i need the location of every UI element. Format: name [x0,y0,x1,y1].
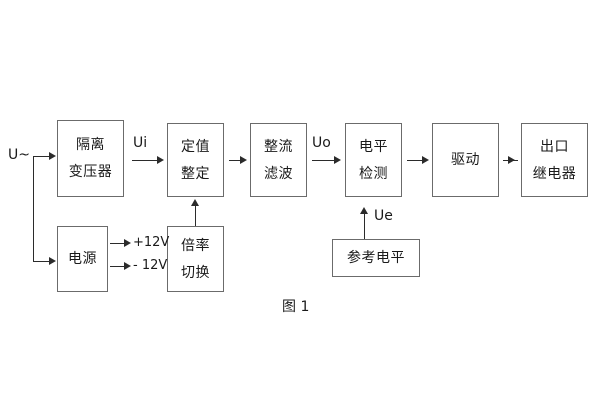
arrowhead-supply-negative [124,262,131,270]
block-isolation-transformer-line2: 变压器 [68,164,113,180]
signal-label-ui: Ui [133,135,148,151]
block-output-relay-line2: 继电器 [532,165,577,182]
wire-supply-negative [110,266,127,267]
wire-rectify-to-level-detect [312,160,336,161]
block-rectify-filter-line1: 整流 [264,138,293,155]
arrowhead-rectify-to-level-detect [334,156,341,164]
block-power-supply[interactable]: 电源 [57,226,108,292]
block-level-detect[interactable]: 电平 检测 [345,123,402,197]
block-setting-adjust-line1: 定值 [181,138,210,155]
input-bus-vertical-wire [33,156,34,261]
wire-reference-to-level-detect [364,213,365,239]
figure-caption: 图 1 [282,299,310,315]
arrowhead-ratio-switch-to-setting [191,199,199,206]
label-supply-negative: - 12V [133,258,168,273]
block-setting-adjust[interactable]: 定值 整定 [167,123,224,197]
wire-input-to-power-supply [33,261,50,262]
arrowhead-reference-to-level-detect [360,207,368,214]
block-output-relay[interactable]: 出口 继电器 [521,123,588,197]
wire-supply-positive [110,243,127,244]
block-rectify-filter[interactable]: 整流 滤波 [250,123,307,197]
wire-ratio-switch-to-setting [195,205,196,226]
arrowhead-level-detect-to-drive [422,156,429,164]
block-rectify-filter-line2: 滤波 [264,165,293,182]
block-drive[interactable]: 驱动 [432,123,499,197]
arrowhead-isolation-to-setting [157,156,164,164]
block-reference-level[interactable]: 参考电平 [332,239,420,277]
signal-label-uo: Uo [312,135,331,151]
block-setting-adjust-line2: 整定 [181,165,210,182]
block-ratio-switch-line1: 倍率 [181,237,210,254]
label-supply-positive: +12V [133,235,170,250]
block-ratio-switch-line2: 切换 [181,264,210,281]
input-label-u: U~ [8,147,30,163]
wire-input-to-isolation [33,156,50,157]
block-level-detect-line1: 电平 [359,138,388,155]
arrowhead-input-to-isolation [49,152,56,160]
block-power-supply-line1: 电源 [68,251,97,267]
wire-isolation-to-setting [132,160,159,161]
arrowhead-drive-to-output-relay [508,156,515,164]
arrowhead-setting-to-rectify [240,156,247,164]
signal-label-ue: Ue [374,208,393,224]
wire-level-detect-to-drive [407,160,425,161]
arrowhead-supply-positive [124,239,131,247]
block-ratio-switch[interactable]: 倍率 切换 [167,226,224,292]
block-isolation-transformer-line1: 隔离 [76,137,105,153]
arrowhead-input-to-power-supply [49,257,56,265]
block-reference-level-line1: 参考电平 [347,250,405,266]
block-isolation-transformer[interactable]: 隔离 变压器 [57,120,124,197]
block-level-detect-line2: 检测 [359,165,388,182]
block-output-relay-line1: 出口 [540,138,569,155]
block-drive-line1: 驱动 [451,152,480,168]
wire-setting-to-rectify [229,160,243,161]
